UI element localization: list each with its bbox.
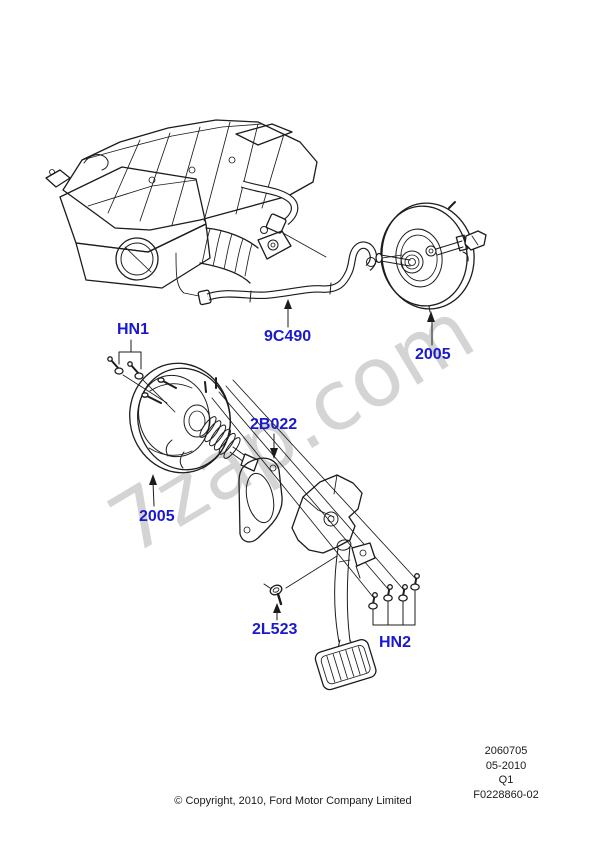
- part-label-2005-right[interactable]: 2005: [415, 346, 451, 363]
- issue-date: 05-2010: [485, 759, 527, 772]
- gasket-drawing: [238, 457, 283, 543]
- part-label-2b022[interactable]: 2B022: [250, 416, 298, 433]
- air-intake-assembly-drawing: [45, 119, 318, 297]
- part-label-hn1[interactable]: HN1: [117, 321, 150, 338]
- part-label-9c490[interactable]: 9C490: [264, 328, 312, 345]
- part-label-2005-left[interactable]: 2005: [139, 508, 175, 525]
- quarter: Q1: [498, 774, 514, 786]
- pedal-assembly-drawing: [285, 474, 377, 691]
- fastener-bolt-2l523: [263, 583, 283, 606]
- leader-lines: [118, 299, 435, 626]
- brake-booster-right-drawing: [375, 201, 487, 313]
- figure-code: F0228860-02: [473, 788, 539, 801]
- ref-number: 2060705: [484, 745, 528, 757]
- figure-info-block: 2060705 05-2010 Q1 F0228860-02: [440, 744, 572, 802]
- fastener-nuts-hn2: [368, 573, 420, 610]
- fastener-nuts-hn1: [107, 356, 144, 380]
- vacuum-hose-drawing: [197, 180, 403, 306]
- part-label-hn2[interactable]: HN2: [379, 634, 412, 651]
- part-label-2l523[interactable]: 2L523: [252, 621, 298, 638]
- copyright-notice: © Copyright, 2010, Ford Motor Company Li…: [174, 795, 412, 807]
